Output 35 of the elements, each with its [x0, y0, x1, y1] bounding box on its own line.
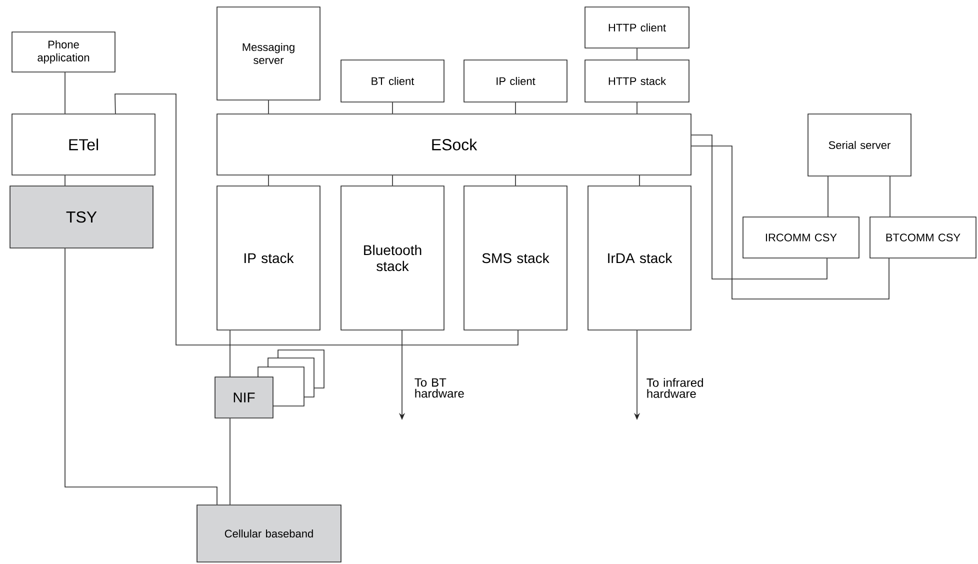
- component-box: Messaging server: [216, 6, 320, 100]
- component-box: IrDA stack: [588, 186, 692, 330]
- component-box: Phone application: [12, 32, 116, 72]
- component-box: HTTP stack: [584, 60, 690, 102]
- component-box: TSY: [10, 186, 154, 248]
- component-box: Bluetooth stack: [340, 186, 444, 330]
- connector-line: [691, 134, 828, 280]
- edge-label: To infrared hardware: [646, 378, 703, 398]
- component-box: SMS stack: [464, 186, 568, 330]
- component-box: Cellular baseband: [196, 504, 342, 562]
- component-box: ESock: [216, 114, 692, 176]
- component-box: ETel: [12, 114, 156, 176]
- edge-label: To BT hardware: [414, 378, 464, 398]
- connector-line: [515, 102, 516, 114]
- connector-line: [64, 72, 66, 114]
- connector-line: [515, 175, 516, 186]
- component-box: BTCOMM CSY: [870, 216, 976, 258]
- component-box: IRCOMM CSY: [742, 216, 860, 258]
- component-box: IP stack: [216, 186, 320, 330]
- connector-line: [636, 48, 638, 60]
- connector-line: [636, 102, 638, 114]
- connector-line: [392, 102, 393, 114]
- connector-line: [114, 94, 518, 346]
- connector-line: [268, 100, 269, 114]
- connector-line: [64, 175, 66, 186]
- component-box: HTTP client: [584, 6, 690, 48]
- connector-line: [639, 175, 640, 186]
- component-box: IP client: [464, 60, 568, 102]
- component-box: BT client: [340, 60, 444, 102]
- connector-line: [64, 248, 218, 505]
- component-box: NIF: [214, 376, 274, 418]
- connector-line: [392, 175, 393, 186]
- connector-line: [268, 175, 269, 186]
- connector-line: [691, 146, 890, 300]
- component-box: Serial server: [808, 114, 912, 176]
